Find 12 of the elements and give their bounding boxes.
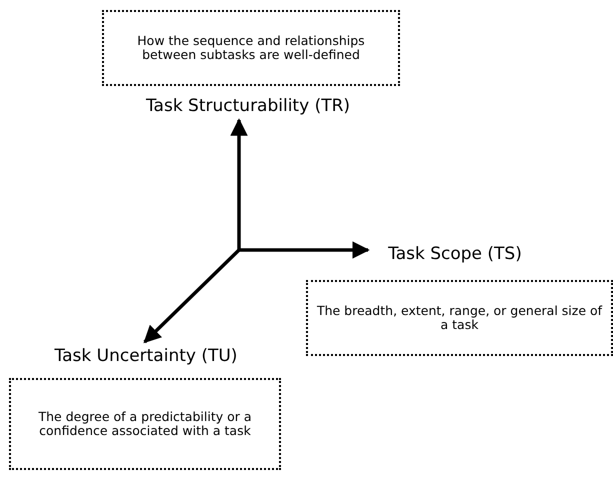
axis-label: Task Uncertainty (TU) <box>54 346 238 366</box>
axis-arrow <box>143 248 240 344</box>
axis-label: Task Scope (TS) <box>388 244 522 264</box>
axis-label: Task Structurability (TR) <box>146 96 350 116</box>
description-text: The breadth, extent, range, or general size of a task <box>316 304 603 332</box>
description-box <box>9 378 281 470</box>
description-box <box>102 10 400 86</box>
axis-arrow <box>239 241 370 259</box>
description-text: How the sequence and relationships between subtasks are well-defined <box>136 34 366 62</box>
axis-arrow <box>230 118 248 250</box>
description-box <box>306 280 613 356</box>
description-text: The degree of a predictability or a confidence associated with a task <box>37 410 253 438</box>
